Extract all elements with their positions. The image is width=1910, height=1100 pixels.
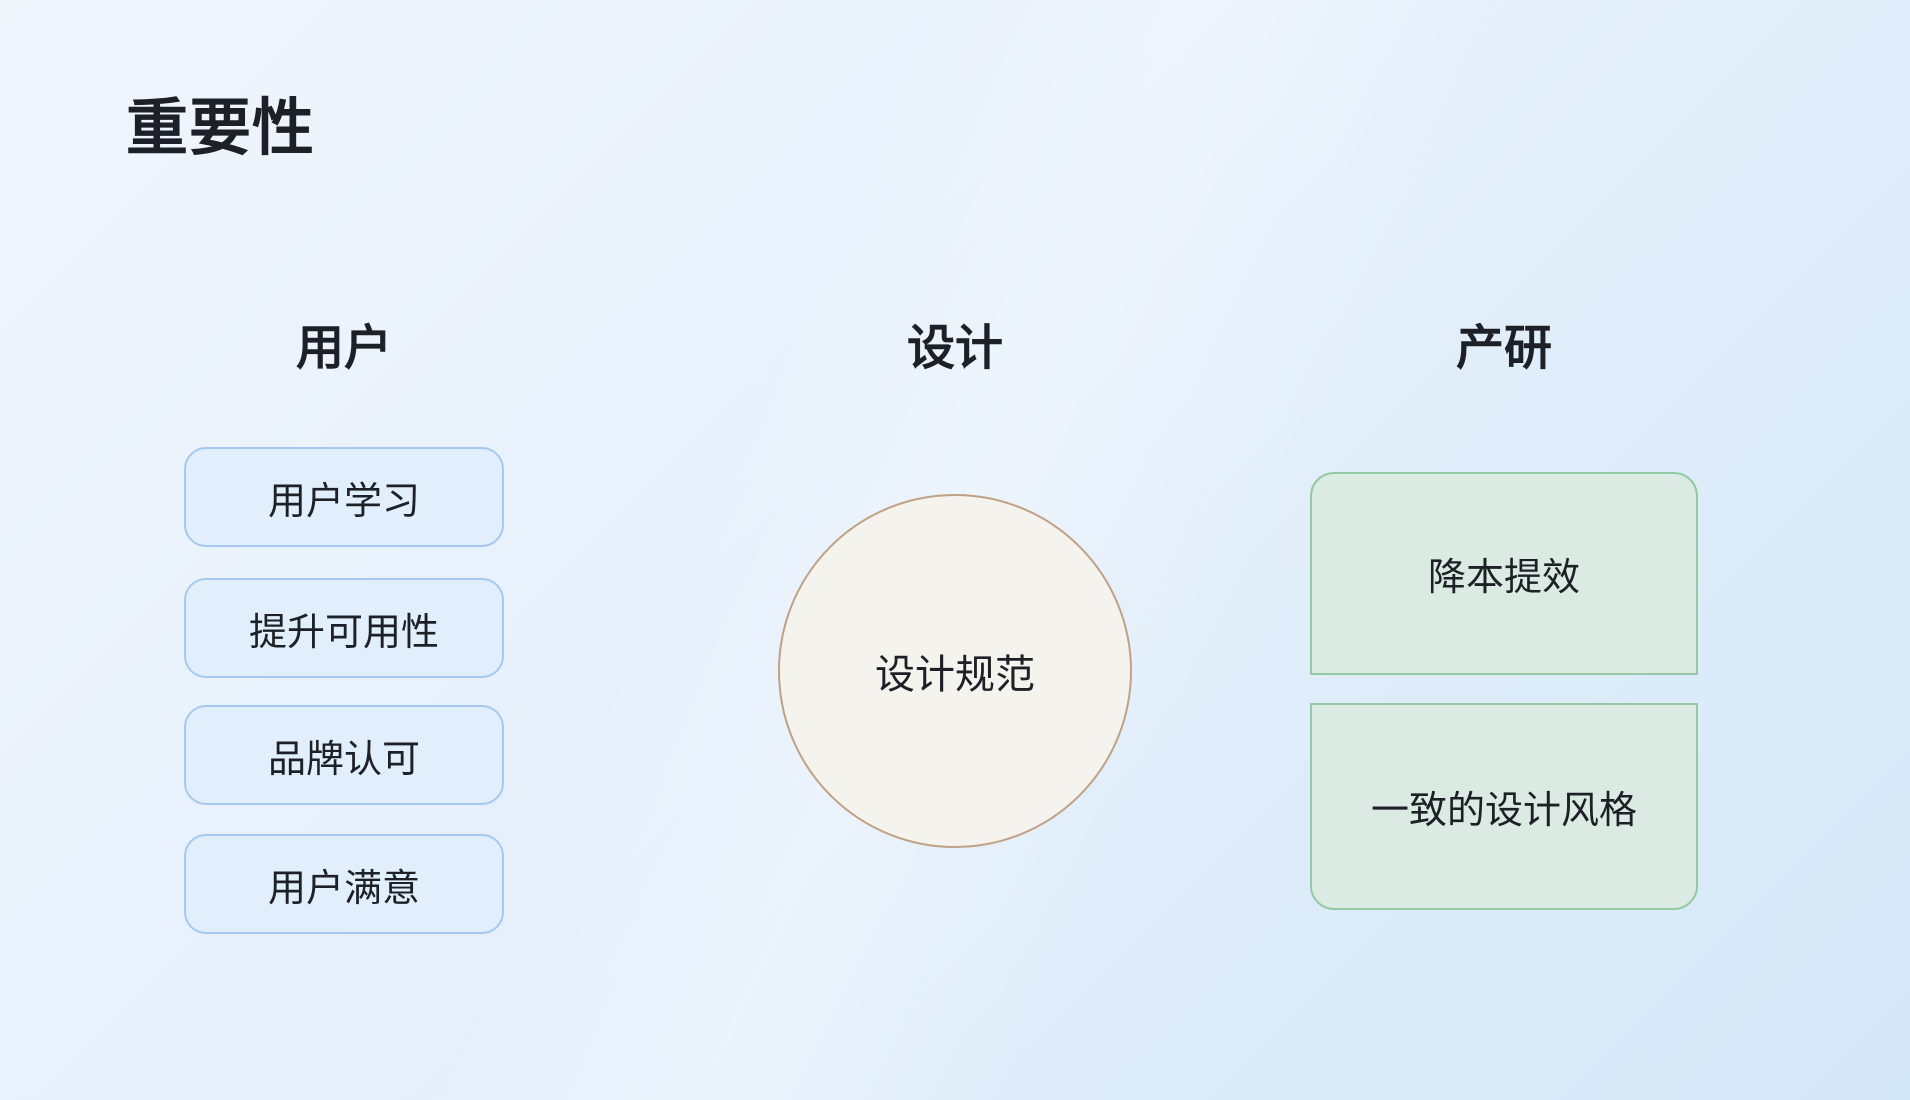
column-header-design: 设计 [906, 322, 1003, 375]
column-header-product: 产研 [1455, 322, 1552, 375]
design-spec-circle: 设计规范 [778, 494, 1132, 848]
product-node-consistent-style: 一致的设计风格 [1310, 703, 1698, 910]
user-node-satisfaction: 用户满意 [184, 834, 504, 934]
column-header-users: 用户 [295, 322, 392, 375]
user-node-brand: 品牌认可 [184, 705, 504, 805]
user-node-usability: 提升可用性 [184, 578, 504, 678]
page-title: 重要性 [126, 94, 316, 163]
user-node-learning: 用户学习 [184, 447, 504, 547]
product-node-cost-efficiency: 降本提效 [1310, 472, 1698, 675]
